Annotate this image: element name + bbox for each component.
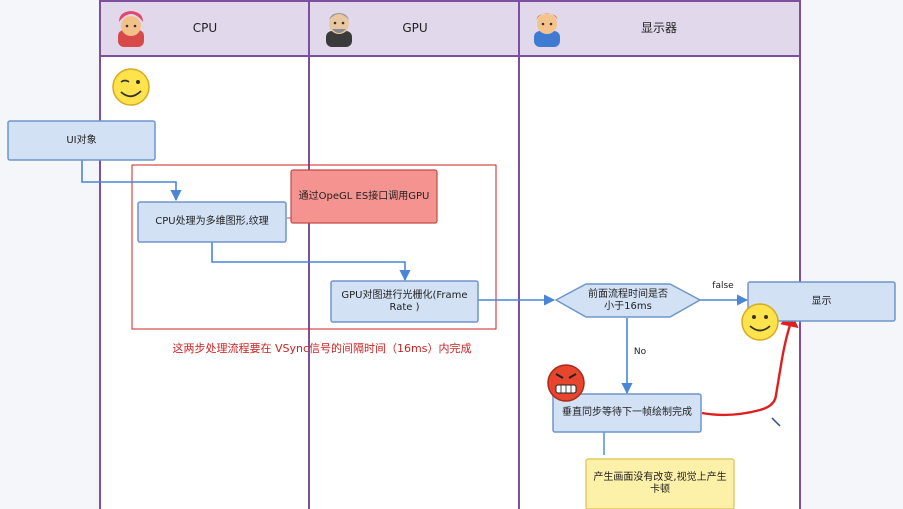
node-vsync-wait [552, 393, 702, 433]
time-budget-highlight [131, 164, 497, 330]
node-stutter-note [585, 458, 735, 509]
node-decision [554, 283, 702, 318]
worker-avatar-icon [534, 13, 560, 47]
wink-smiley-icon [112, 68, 150, 106]
man-avatar-icon [326, 13, 352, 47]
node-opengl-note [290, 169, 438, 224]
arrow-cpu-to-gpu [211, 242, 411, 282]
hand-drawn-return-arrow [701, 311, 799, 417]
node-display [747, 281, 896, 322]
arrow-ui-to-cpu [81, 160, 182, 202]
node-cpu-process [137, 201, 287, 243]
node-ui-object [7, 120, 156, 161]
angry-face-icon [547, 364, 585, 402]
woman-avatar-icon [118, 11, 144, 47]
lane-header-band [99, 0, 801, 57]
smiley-icon [741, 303, 779, 341]
node-gpu-raster [330, 280, 479, 323]
